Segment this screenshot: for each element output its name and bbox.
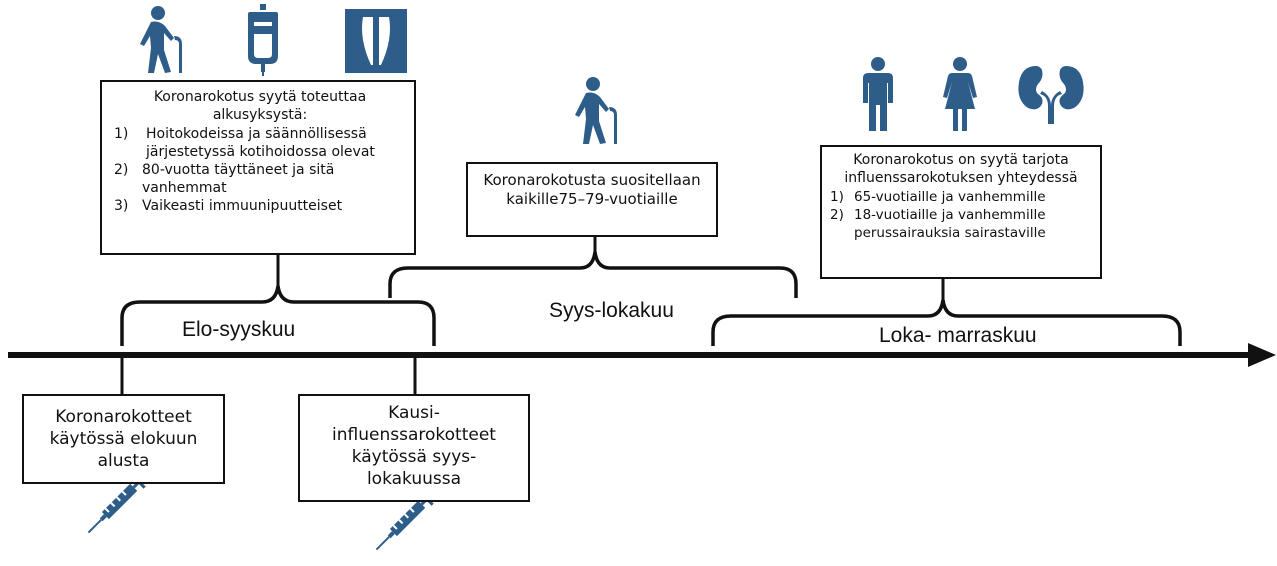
list-item-number: 1) xyxy=(114,126,129,142)
period-label-loka-marraskuu: Loka- marraskuu xyxy=(879,324,1037,347)
man-icon xyxy=(863,57,893,131)
woman-icon xyxy=(943,57,977,131)
elderly-person-icon xyxy=(140,6,182,73)
list-item: 2) 80-vuotta täyttäneet ja sitä vanhemma… xyxy=(114,161,406,197)
box-mid-autumn: Koronarokotusta suositellaan kaikille75–… xyxy=(466,162,718,237)
box-late-autumn: Koronarokotus on syytä tarjota influenss… xyxy=(820,145,1102,279)
period-label-elo-syyskuu: Elo-syyskuu xyxy=(182,318,296,341)
list-item-text: 80-vuotta täyttäneet ja sitä vanhemmat xyxy=(142,162,335,196)
list-item: 2) 18-vuotiaille ja vanhemmille perussai… xyxy=(830,206,1092,242)
box-early-list: 1) Hoitokodeissa ja säännöllisessä järje… xyxy=(114,125,406,215)
window-icon xyxy=(345,9,407,73)
list-item-text: 65-vuotiaille ja vanhemmille xyxy=(854,189,1046,205)
list-item-text: Vaikeasti immuunipuutteiset xyxy=(142,198,343,214)
list-item-text: Hoitokodeissa ja säännöllisessä järjeste… xyxy=(146,126,375,160)
list-item-number: 3) xyxy=(114,198,129,214)
kidneys-icon xyxy=(1018,66,1084,124)
list-item: 3) Vaikeasti immuunipuutteiset xyxy=(114,197,406,215)
box-covid-vaccines-title: Koronarokotteet käytössä elokuun alusta xyxy=(49,407,198,471)
timeline-arrow xyxy=(8,343,1276,367)
list-item-text: 18-vuotiaille ja vanhemmille perussairau… xyxy=(854,207,1046,241)
box-flu-vaccines: Kausi-influenssarokotteet käytössä syys-… xyxy=(298,394,530,502)
elderly-person-icon xyxy=(575,77,617,144)
list-item-number: 1) xyxy=(830,189,844,205)
box-flu-vaccines-title: Kausi-influenssarokotteet käytössä syys-… xyxy=(332,403,496,489)
list-item-number: 2) xyxy=(830,207,844,223)
box-late-title: Koronarokotus on syytä tarjota influenss… xyxy=(844,152,1078,186)
period-label-syys-lokakuu: Syys-lokakuu xyxy=(549,299,674,322)
list-item: 1) Hoitokodeissa ja säännöllisessä järje… xyxy=(114,125,406,161)
list-item-number: 2) xyxy=(114,162,129,178)
box-mid-title: Koronarokotusta suositellaan kaikille75–… xyxy=(483,171,701,208)
box-early-title: Koronarokotus syytä toteuttaa alkusyksys… xyxy=(153,89,367,123)
list-item: 1) 65-vuotiaille ja vanhemmille xyxy=(830,188,1092,206)
bracket-syys-lokakuu xyxy=(388,251,798,298)
box-covid-vaccines: Koronarokotteet käytössä elokuun alusta xyxy=(22,394,225,484)
box-late-list: 1) 65-vuotiaille ja vanhemmille 2) 18-vu… xyxy=(830,188,1092,242)
box-early-autumn: Koronarokotus syytä toteuttaa alkusyksys… xyxy=(100,80,416,255)
iv-bag-icon xyxy=(248,4,278,76)
